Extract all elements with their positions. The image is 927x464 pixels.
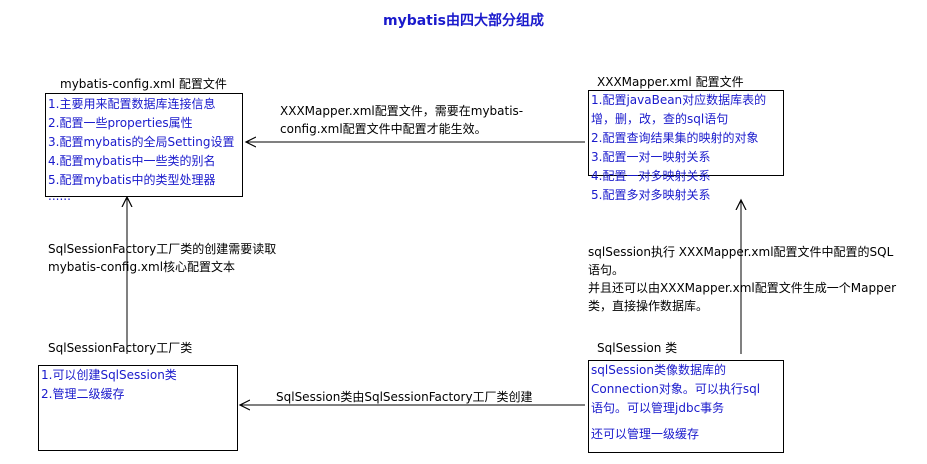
mapper-line: 增，删，改，查的sql语句 bbox=[591, 112, 729, 126]
mapper-line: 5.配置多对多映射关系 bbox=[591, 188, 711, 202]
session-line: Connection对象。可以执行sql bbox=[591, 382, 761, 396]
config-box: 1.主要用来配置数据库连接信息 2.配置一些properties属性 3.配置m… bbox=[45, 93, 243, 202]
mapper-line: 3.配置一对一映射关系 bbox=[591, 150, 711, 164]
note-mapper-to-config: XXXMapper.xml配置文件，需要在mybatis- config.xml… bbox=[280, 104, 524, 136]
session-label: SqlSession 类 bbox=[597, 341, 678, 355]
session-box: sqlSession类像数据库的 Connection对象。可以执行sql 语句… bbox=[588, 360, 784, 453]
factory-line: 1.可以创建SqlSession类 bbox=[41, 368, 177, 382]
config-line: 5.配置mybatis中的类型处理器 bbox=[48, 173, 216, 187]
config-line: 4.配置mybatis中一些类的别名 bbox=[48, 154, 216, 168]
config-line: 3.配置mybatis的全局Setting设置 bbox=[48, 135, 235, 149]
diagram-title: mybatis由四大部分组成 bbox=[382, 13, 544, 29]
config-line: 2.配置一些properties属性 bbox=[48, 116, 193, 130]
config-line: 1.主要用来配置数据库连接信息 bbox=[48, 97, 216, 111]
factory-box: 1.可以创建SqlSession类 2.管理二级缓存 bbox=[38, 365, 238, 451]
factory-line: 2.管理二级缓存 bbox=[41, 387, 125, 401]
mapper-box: 1.配置javaBean对应数据库表的 增，删，改，查的sql语句 2.配置查询… bbox=[588, 90, 784, 202]
factory-label: SqlSessionFactory工厂类 bbox=[48, 341, 193, 355]
config-label: mybatis-config.xml 配置文件 bbox=[60, 77, 227, 91]
session-line: 语句。可以管理jdbc事务 bbox=[591, 401, 725, 415]
mapper-line: 4.配置一对多映射关系 bbox=[591, 169, 711, 183]
mapper-line: 1.配置javaBean对应数据库表的 bbox=[591, 93, 767, 107]
session-extra: 还可以管理一级缓存 bbox=[591, 427, 700, 441]
config-line: ...... bbox=[48, 189, 71, 203]
note-session-created-by-factory: SqlSession类由SqlSessionFactory工厂类创建 bbox=[276, 390, 533, 404]
note-session-executes-mapper: sqlSession执行 XXXMapper.xml配置文件中配置的SQL 语句… bbox=[588, 245, 897, 313]
session-line: sqlSession类像数据库的 bbox=[591, 363, 726, 377]
mapper-line: 2.配置查询结果集的映射的对象 bbox=[591, 131, 759, 145]
mapper-label: XXXMapper.xml 配置文件 bbox=[597, 75, 744, 89]
note-factory-reads-config: SqlSessionFactory工厂类的创建需要读取 mybatis-conf… bbox=[48, 242, 277, 274]
